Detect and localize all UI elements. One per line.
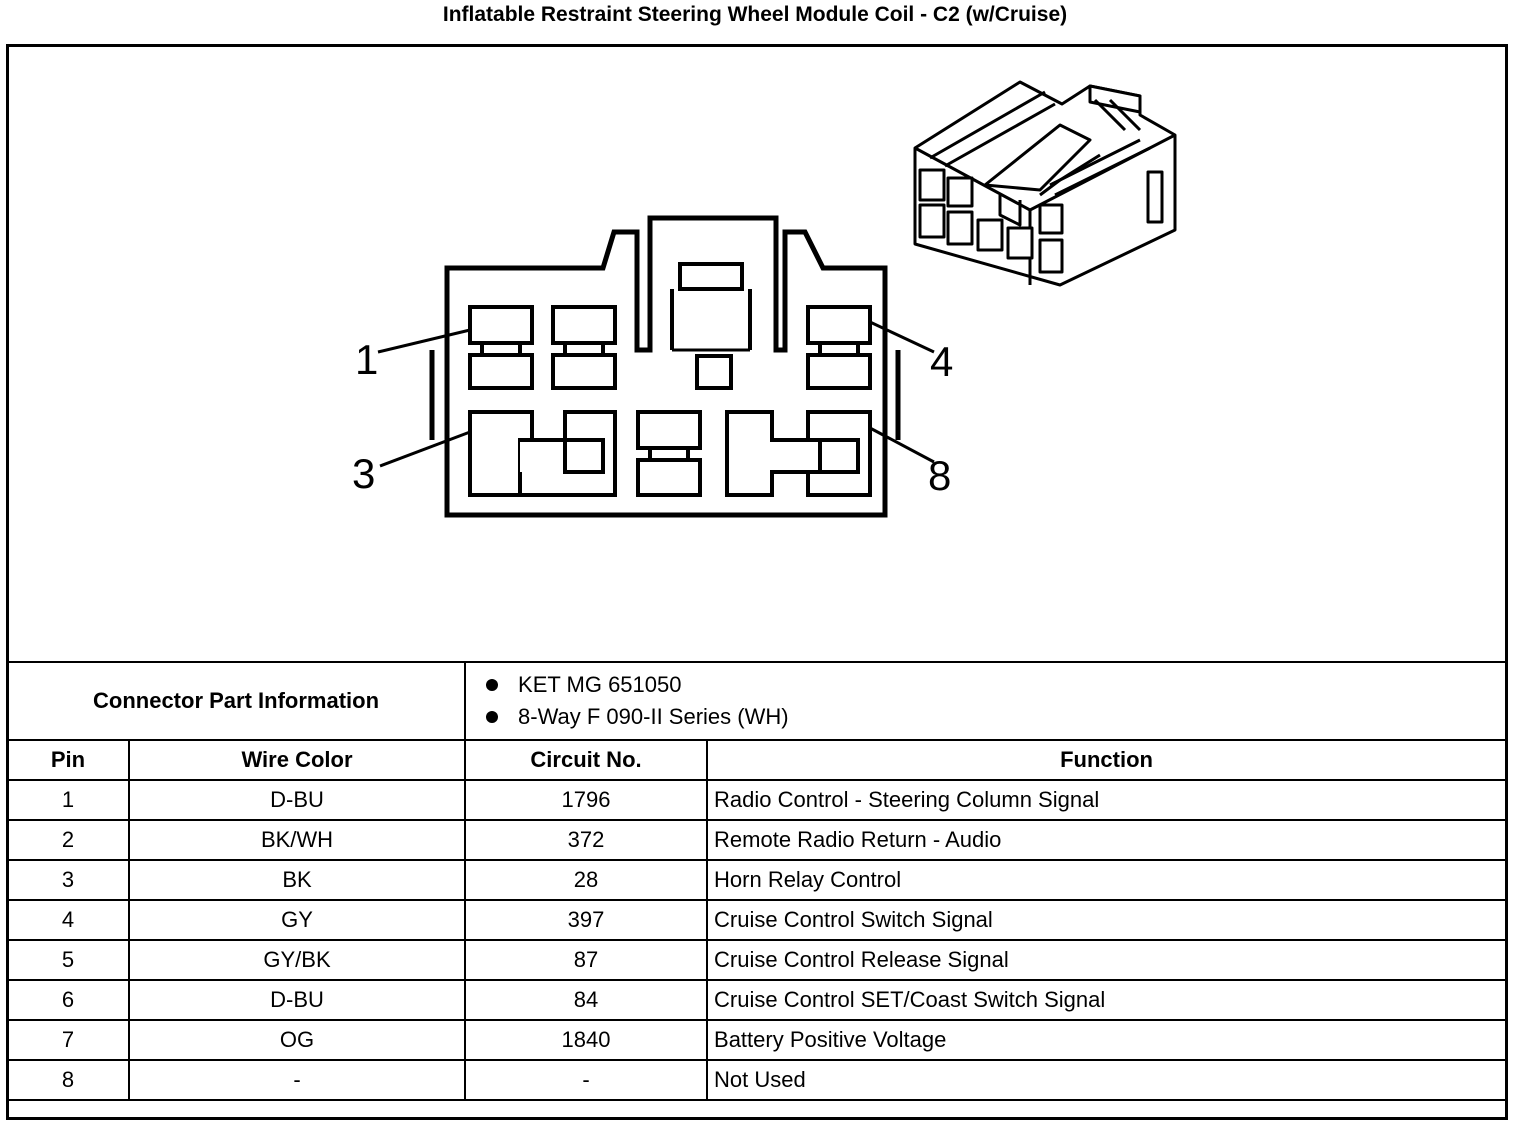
header-wire-color: Wire Color xyxy=(127,739,467,781)
cell-circuit-no: 397 xyxy=(464,899,709,941)
cell-circuit-no: 1840 xyxy=(464,1019,709,1061)
cell-circuit-no: 1796 xyxy=(464,779,709,821)
cell-pin: 7 xyxy=(6,1019,130,1061)
cavity-6 xyxy=(636,410,702,450)
cell-function: Battery Positive Voltage xyxy=(706,1019,1508,1061)
pin-label-1: 1 xyxy=(355,336,378,383)
page-title: Inflatable Restraint Steering Wheel Modu… xyxy=(442,3,1068,26)
cell-function: Cruise Control Switch Signal xyxy=(706,899,1508,941)
cell-circuit-no: 372 xyxy=(464,819,709,861)
cavity-row-top xyxy=(468,305,872,390)
cell-circuit-no: - xyxy=(464,1059,709,1101)
table-header-row: Pin Wire Color Circuit No. Function xyxy=(6,739,1508,781)
connector-3d-view xyxy=(913,80,1177,287)
cavity-1 xyxy=(468,305,534,345)
cell-pin: 1 xyxy=(6,779,130,821)
cell-wire-color: BK xyxy=(127,859,467,901)
connector-drawing: 1 4 3 8 xyxy=(352,80,1177,518)
cell-wire-color: GY xyxy=(127,899,467,941)
connector-info-label: Connector Part Information xyxy=(5,661,467,741)
cell-circuit-no: 84 xyxy=(464,979,709,1021)
header-function: Function xyxy=(706,739,1508,781)
cell-wire-color: BK/WH xyxy=(127,819,467,861)
header-pin: Pin xyxy=(6,739,130,781)
pin-leaders xyxy=(377,320,935,468)
cavity-2 xyxy=(551,305,617,345)
bullet-icon xyxy=(486,679,499,691)
cell-function: Cruise Control Release Signal xyxy=(706,939,1508,981)
center-key xyxy=(695,354,733,390)
cell-pin: 5 xyxy=(6,939,130,981)
cell-pin: 2 xyxy=(6,819,130,861)
connector-face xyxy=(429,215,901,518)
connector-info-list: KET MG 651050 8-Way F 090-II Series (WH) xyxy=(464,661,1508,741)
cavity-3 xyxy=(806,305,872,345)
cell-circuit-no: 87 xyxy=(464,939,709,981)
cavity-row-bottom xyxy=(468,410,872,497)
cell-function: Remote Radio Return - Audio xyxy=(706,819,1508,861)
connector-info-row: Connector Part Information KET MG 651050… xyxy=(5,661,1508,741)
diagram-frame xyxy=(6,44,1508,1120)
pinout-table: Connector Part Information KET MG 651050… xyxy=(5,661,1508,1101)
cell-wire-color: D-BU xyxy=(127,979,467,1021)
connector-info-item: KET MG 651050 xyxy=(486,669,1485,701)
bullet-icon xyxy=(486,711,499,723)
pin-label-3: 4 xyxy=(930,338,953,385)
cell-function: Cruise Control SET/Coast Switch Signal xyxy=(706,979,1508,1021)
pin-label-4: 3 xyxy=(352,450,375,497)
cell-wire-color: GY/BK xyxy=(127,939,467,981)
cavity-8 xyxy=(806,410,872,497)
cell-pin: 6 xyxy=(6,979,130,1021)
cell-pin: 3 xyxy=(6,859,130,901)
pin-label-8: 8 xyxy=(928,452,951,499)
cell-function: Radio Control - Steering Column Signal xyxy=(706,779,1508,821)
cell-circuit-no: 28 xyxy=(464,859,709,901)
cell-function: Horn Relay Control xyxy=(706,859,1508,901)
cell-pin: 4 xyxy=(6,899,130,941)
table-row: 8--Not Used xyxy=(6,1059,1508,1101)
cell-function: Not Used xyxy=(706,1059,1508,1101)
header-circuit-no: Circuit No. xyxy=(464,739,709,781)
cell-wire-color: D-BU xyxy=(127,779,467,821)
connector-info-item: 8-Way F 090-II Series (WH) xyxy=(486,701,1485,733)
cell-pin: 8 xyxy=(6,1059,130,1101)
cell-wire-color: OG xyxy=(127,1019,467,1061)
cell-wire-color: - xyxy=(127,1059,467,1101)
